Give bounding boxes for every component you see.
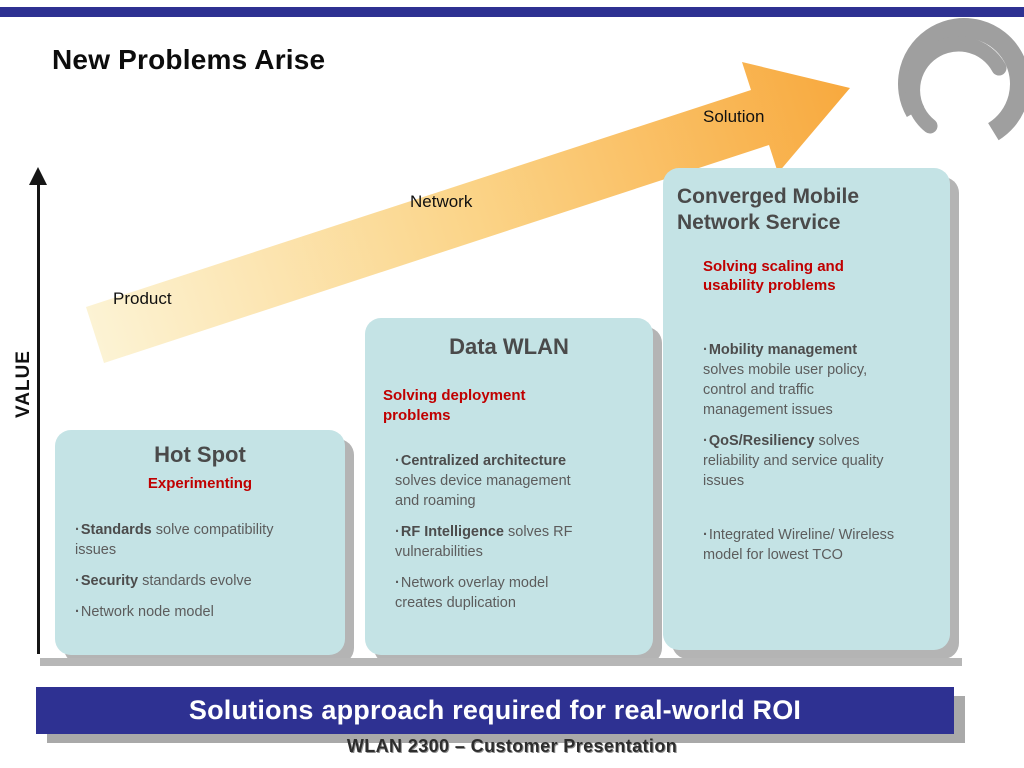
bullet-text: solves device management and roaming: [395, 473, 571, 509]
stage-card-hot-spot: Hot Spot Experimenting Standards solve c…: [55, 430, 345, 655]
bullet-text: Network node model: [80, 603, 214, 620]
stage-card-converged-mobile: Converged Mobile Network Service Solving…: [663, 168, 950, 650]
card-highlight: Solving scaling and usability problems: [703, 257, 844, 295]
bullet-bold: QoS/Resiliency: [708, 432, 815, 449]
card-bullet-list: Mobility management solves mobile user p…: [703, 340, 898, 565]
arrow-label-network: Network: [410, 192, 473, 211]
slide-title: New Problems Arise: [52, 44, 326, 75]
value-axis-line: [37, 184, 40, 654]
card-title: Data WLAN: [449, 334, 569, 359]
bullet-item: QoS/Resiliency solves reliability and se…: [703, 431, 898, 491]
bullet-item: Mobility management solves mobile user p…: [703, 340, 898, 420]
bullet-item: Security standards evolve: [75, 571, 309, 591]
bullet-text: solves reliability and service quality i…: [703, 432, 884, 489]
bullet-item: Centralized architecture solves device m…: [395, 451, 597, 511]
bullet-item: Network node model: [75, 602, 309, 622]
bullet-text: solve compatibility issues: [75, 521, 274, 558]
top-accent-bar: [0, 7, 1024, 17]
card-title: Converged Mobile Network Service: [677, 185, 860, 235]
card-bullet-list: Centralized architecture solves device m…: [395, 451, 597, 613]
bullet-bold: Security: [80, 572, 139, 589]
card-bullet-list: Standards solve compatibility issues Sec…: [75, 520, 309, 622]
bullet-item: RF Intelligence solves RF vulnerabilitie…: [395, 522, 597, 562]
stage-card-data-wlan: Data WLAN Solving deployment problems Ce…: [365, 318, 653, 655]
value-axis-arrowhead-icon: [29, 167, 47, 185]
slide-footer: WLAN 2300 – Customer Presentation: [346, 736, 678, 756]
value-axis-label: VALUE: [13, 350, 34, 418]
bullet-item: Network overlay model creates duplicatio…: [395, 573, 597, 613]
bullet-text: Integrated Wireline/ Wireless model for …: [703, 526, 895, 563]
bullet-bold: Mobility management: [708, 341, 858, 358]
bullet-text: solves RF vulnerabilities: [395, 524, 573, 560]
bullet-item: Standards solve compatibility issues: [75, 520, 309, 560]
arrow-label-product: Product: [113, 289, 172, 308]
bullet-item: Integrated Wireline/ Wireless model for …: [703, 525, 898, 565]
card-highlight: Experimenting: [147, 475, 253, 492]
bullet-text: standards evolve: [138, 572, 252, 589]
card-title: Hot Spot: [154, 442, 246, 467]
brand-swoosh-logo: [898, 18, 1024, 150]
bottom-banner: Solutions approach required for real-wor…: [36, 687, 954, 734]
bullet-bold: Centralized architecture: [400, 453, 567, 469]
bullet-text: solves mobile user policy, control and t…: [703, 361, 868, 418]
bullet-text: Network overlay model creates duplicatio…: [395, 575, 549, 611]
arrow-label-solution: Solution: [703, 107, 765, 126]
baseline-divider: [40, 658, 962, 666]
bullet-bold: Standards: [80, 521, 152, 538]
card-highlight: Solving deployment problems: [383, 387, 526, 424]
logo-inner-swoosh: [905, 36, 1007, 134]
bullet-bold: RF Intelligence: [400, 524, 504, 540]
banner-text: Solutions approach required for real-wor…: [188, 695, 802, 725]
